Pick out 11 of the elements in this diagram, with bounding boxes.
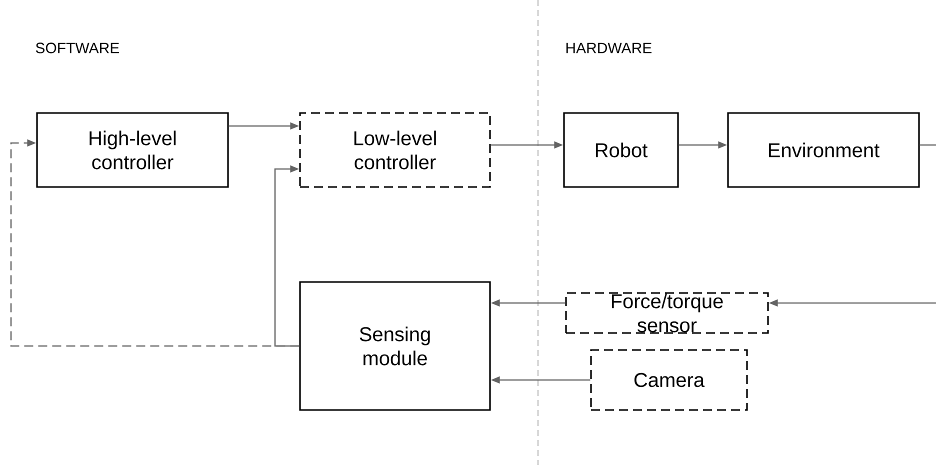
- process-box: Environment: [727, 112, 920, 188]
- process-box: Low-level controller: [299, 112, 491, 188]
- process-box: High-level controller: [36, 112, 229, 188]
- section-label: HARDWARE: [566, 42, 652, 54]
- arrow: [274, 165, 300, 347]
- process-box: Camera: [590, 349, 748, 411]
- process-box: Sensing module: [299, 281, 491, 411]
- connector-line: [920, 144, 936, 146]
- process-box: Force/torque sensor: [565, 292, 769, 334]
- process-box: Robot: [563, 112, 679, 188]
- section-label: SOFTWARE: [36, 42, 120, 54]
